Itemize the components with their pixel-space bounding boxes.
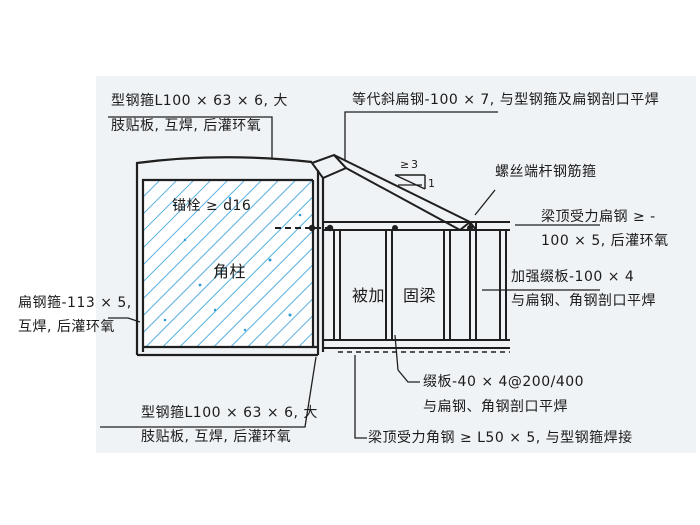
label-screw-rod-hoop: 螺丝端杆钢筋箍 xyxy=(495,164,597,180)
corner-column-hatch xyxy=(143,180,313,347)
label-bottom-left-line1: 型钢箍L100 × 63 × 6, 大 xyxy=(141,405,318,421)
slope-indicator xyxy=(394,174,426,190)
label-beam-top-angle: 梁顶受力角钢 ≥ L50 × 5, 与型钢箍焊接 xyxy=(368,430,633,446)
bolt-dots xyxy=(392,225,473,231)
label-reinforced: 被加 xyxy=(352,286,386,305)
leader-lines xyxy=(100,111,600,439)
beam-outline xyxy=(323,221,510,349)
label-fixed-beam: 固梁 xyxy=(403,286,437,305)
label-flat-hoop-line1: 扁钢箍-113 × 5, xyxy=(18,295,132,311)
label-top-left-line2: 肢贴板, 互焊, 后灌环氧 xyxy=(111,118,262,134)
label-beam-top-flat-line2: 100 × 5, 后灌环氧 xyxy=(541,233,669,249)
label-batten-line2: 与扁钢、角钢剖口平焊 xyxy=(423,399,568,415)
slope-denominator: 1 xyxy=(428,177,436,190)
label-flat-hoop-line2: 互焊, 后灌环氧 xyxy=(18,319,115,335)
column-steel-hoop xyxy=(135,156,325,357)
label-anchor-bolt: 锚栓 ≥ d16 xyxy=(172,198,252,214)
slope-symbol: ≥ xyxy=(400,158,410,171)
anchor-bolt xyxy=(275,224,334,232)
slope-numerator: 3 xyxy=(411,158,419,171)
label-bottom-left-line2: 肢贴板, 互焊, 后灌环氧 xyxy=(141,429,292,445)
diagonal-flat-steel xyxy=(310,153,477,231)
label-beam-top-flat-line1: 梁顶受力扁钢 ≥ - xyxy=(541,209,656,225)
concrete-aggregate-dots xyxy=(163,196,302,332)
label-corner-column: 角柱 xyxy=(213,262,247,281)
label-stiffener-plate-line1: 加强缀板-100 × 4 xyxy=(511,269,635,285)
label-stiffener-plate-line2: 与扁钢、角钢剖口平焊 xyxy=(511,293,656,309)
label-top-left-line1: 型钢箍L100 × 63 × 6, 大 xyxy=(111,93,288,109)
label-batten-line1: 缀板-40 × 4@200/400 xyxy=(423,374,585,390)
label-diagonal-flat-steel: 等代斜扁钢-100 × 7, 与型钢箍及扁钢剖口平焊 xyxy=(352,92,660,108)
